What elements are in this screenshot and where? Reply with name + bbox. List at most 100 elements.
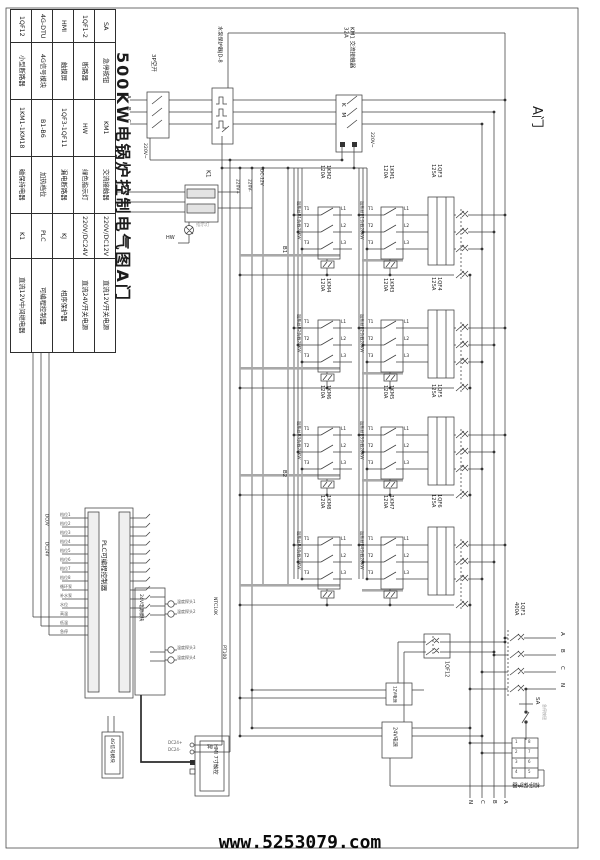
sensor-label: 温度探头2 xyxy=(177,609,196,614)
pin-label: L3 xyxy=(341,571,347,576)
terminal-number: 7 xyxy=(528,749,531,754)
ac220-label: 220V~ xyxy=(368,132,374,148)
legend-cell-text: KM1 xyxy=(102,121,110,135)
phase-label: A xyxy=(501,800,508,804)
phase-label: C xyxy=(478,800,485,804)
pin-label: T1 xyxy=(304,537,310,542)
hmi-pin-label: DC24- xyxy=(168,747,181,752)
watermark: www.5253079.com xyxy=(218,832,382,853)
plc-psu-label: 24V电源模块 xyxy=(137,594,143,622)
contactor-label: 1KM4 120A xyxy=(318,278,331,293)
pin-label: T2 xyxy=(304,554,310,559)
plc-input-label: 档位2 xyxy=(60,521,71,526)
phase-label: N xyxy=(466,800,473,805)
contactor-label: 1KM5 120A xyxy=(381,385,394,400)
phase-protector-label: 相序保护器 xyxy=(512,780,540,787)
pin-label: T2 xyxy=(304,444,310,449)
dashed-links xyxy=(432,630,509,696)
pin-label: T3 xyxy=(304,241,310,246)
k1-relay-box xyxy=(184,184,219,223)
temp-sensor-icon xyxy=(167,600,175,608)
plc-input-label: 档位4 xyxy=(60,539,71,544)
pin-label: T3 xyxy=(368,461,374,466)
psu24-box xyxy=(381,721,413,759)
legend-cell-text: 触摸屏 xyxy=(60,61,68,81)
legend-cell-text: KJ xyxy=(60,233,68,239)
legend-cell: 1KM1-1KM18 xyxy=(11,100,31,157)
pump-protector-label: 水泵保护器JD-8 xyxy=(216,26,223,63)
pin-label: L1 xyxy=(404,320,410,325)
legend-cell-text: 直流24V开关电源 xyxy=(81,280,89,331)
dc0v-label: DC0V xyxy=(44,514,50,526)
temp-sensor-icon xyxy=(167,610,175,618)
pin-label: L3 xyxy=(341,354,347,359)
bus-b1-label: B1 xyxy=(280,246,287,254)
legend-cell-text: 1QF1-2 xyxy=(81,14,89,38)
junction-dots xyxy=(220,98,528,755)
legend-cell: 急停按钮 xyxy=(95,43,115,100)
legend-cell: 触摸屏 xyxy=(53,43,73,100)
contactor-label: 1KM2 120A xyxy=(318,165,331,180)
legend-cell: 直流12V开关电源 xyxy=(95,259,115,352)
legend-cell-text: 1QF12 xyxy=(18,15,26,37)
sensor-label: 温度探头4 xyxy=(177,655,196,660)
estop-label: SA xyxy=(533,697,540,705)
g4-module-label: 4G信号模块 xyxy=(108,738,114,763)
legend-cell-text: SA xyxy=(102,21,110,31)
legend-cell: 220V/DC12V xyxy=(95,214,115,259)
legend-cell: 断路器 xyxy=(74,43,94,100)
plc-box xyxy=(84,507,134,699)
pin-label: T1 xyxy=(304,427,310,432)
phase-label: A xyxy=(558,632,565,636)
bus-b2-label: B2 xyxy=(280,470,287,478)
legend-cell-text: 4G信号模块 xyxy=(39,53,47,89)
legend-cell: 可编程控制器 xyxy=(32,259,52,352)
terminal-number: 2 xyxy=(515,749,518,754)
legend-cell-text: 1QF3-1QF11 xyxy=(60,108,68,148)
pin-label: L2 xyxy=(341,224,347,229)
pin-label: T3 xyxy=(368,241,374,246)
bus-dc12-label: DC-12V xyxy=(258,169,264,186)
legend-cell: 4G信号模块 xyxy=(32,43,52,100)
phase-label: B xyxy=(490,800,497,804)
load-label: 加热丝B4负载28KW xyxy=(296,531,302,570)
k1-label: K1 xyxy=(204,170,212,178)
legend-cell-text: HMI xyxy=(60,19,68,33)
temp-sensor-icon xyxy=(167,646,175,654)
hmi-label: HMI 7寸触控屏 xyxy=(205,744,218,775)
legend-cell: 相序保护器 xyxy=(53,259,73,352)
plc-input-label: 档位3 xyxy=(60,530,71,535)
legend-cell: 小型断路器 xyxy=(11,43,31,100)
legend-cell-text: 加热档位 xyxy=(39,172,47,198)
pin-label: T2 xyxy=(368,554,374,559)
legend-cell-text: B1-B6 xyxy=(39,118,47,138)
pin-label: T2 xyxy=(368,444,374,449)
pin-label: L1 xyxy=(341,427,347,432)
legend-cell-text: 4G-DTU xyxy=(39,13,47,39)
main-contactor-label: KM1 交流接触器32A xyxy=(342,27,355,69)
pin-label: T1 xyxy=(368,537,374,542)
phase-protector-box xyxy=(511,737,539,779)
legend-cell: 1QF3-1QF11 xyxy=(53,100,73,157)
pin-label: L3 xyxy=(341,241,347,246)
group-breaker-label: 1QF5 125A xyxy=(429,384,442,398)
temp-sensor-icon xyxy=(167,656,175,664)
group-breaker-label: 1QF6 125A xyxy=(429,494,442,508)
plc-label: PLC可编程控制器 xyxy=(99,540,108,592)
indicator-tag: HW xyxy=(166,235,175,241)
legend-cell-text: 可编程控制器 xyxy=(39,286,47,325)
psu24-label: 24V电源 xyxy=(391,727,398,747)
incoming-breaker-box xyxy=(146,91,170,139)
pin-label: L2 xyxy=(341,554,347,559)
pin-label: T3 xyxy=(304,461,310,466)
terminal-number: 5 xyxy=(528,769,531,774)
legend-cell-text: 直流12V中间继电器 xyxy=(18,277,26,334)
pin-label: T2 xyxy=(304,224,310,229)
aux-breaker-label: 1QF12 xyxy=(443,661,450,678)
group-breaker-label: 1QF4 125A xyxy=(429,277,442,291)
